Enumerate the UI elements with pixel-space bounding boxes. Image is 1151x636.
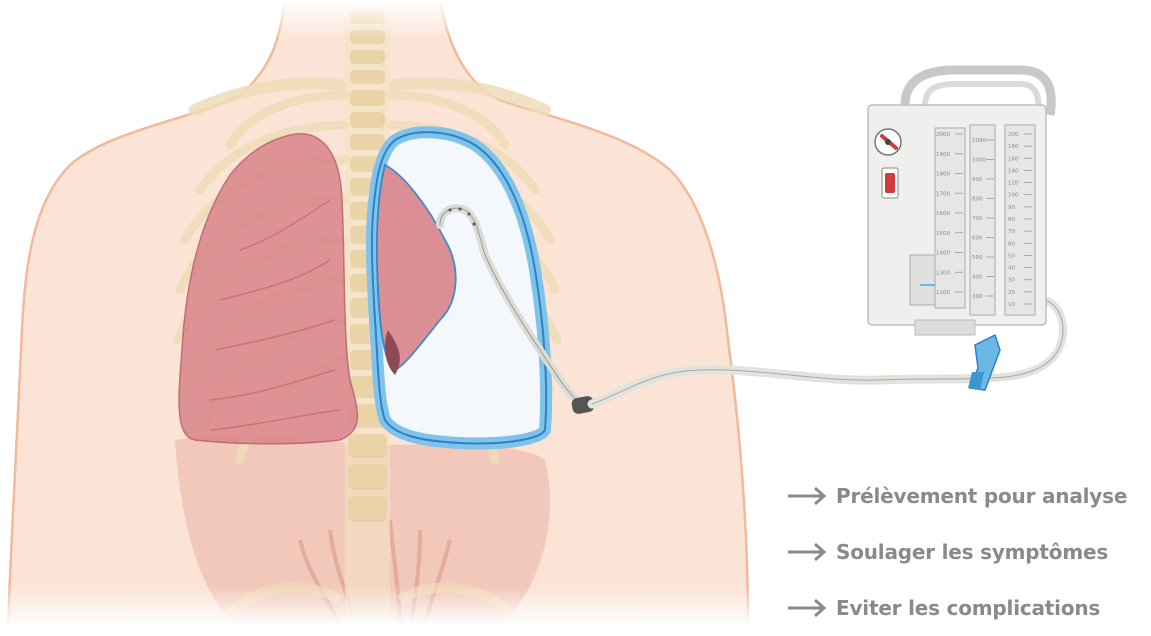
scale-tick-label: 1400 xyxy=(936,251,950,257)
scale-tick-label: 50 xyxy=(1008,253,1015,259)
arrow-right-icon xyxy=(786,542,828,562)
bullet-relieve-symptoms: Soulager les symptômes xyxy=(786,524,1151,580)
scale-tick-label: 700 xyxy=(972,216,983,222)
scale-tick-label: 80 xyxy=(1008,217,1015,223)
scale-tick-label: 90 xyxy=(1008,205,1015,211)
scale-tick-label: 1700 xyxy=(936,191,950,197)
bullet-sample-analysis: Prélèvement pour analyse xyxy=(786,468,1151,524)
scale-tick-label: 20 xyxy=(1008,290,1015,296)
scale-tick-label: 1300 xyxy=(936,270,950,276)
scale-tick-label: 1000 xyxy=(972,158,986,164)
bullet-label: Eviter les complications xyxy=(836,596,1100,620)
scale-tick-label: 400 xyxy=(972,275,983,281)
scale-tick-label: 2000 xyxy=(936,132,950,138)
scale-tick-label: 1600 xyxy=(936,211,950,217)
scale-tick-label: 1800 xyxy=(936,172,950,178)
scale-tick-label: 300 xyxy=(972,294,983,300)
arrow-right-icon xyxy=(786,598,828,618)
arrow-right-icon xyxy=(786,486,828,506)
scale-tick-label: 1900 xyxy=(936,152,950,158)
bullet-label: Soulager les symptômes xyxy=(836,540,1108,564)
scale-tick-label: 70 xyxy=(1008,229,1015,235)
bullet-avoid-complications: Eviter les complications xyxy=(786,580,1151,636)
scale-tick-label: 1200 xyxy=(936,290,950,296)
top-fade xyxy=(0,0,760,40)
scale-tick-label: 180 xyxy=(1008,144,1019,150)
benefits-list: Prélèvement pour analyse Soulager les sy… xyxy=(786,468,1151,636)
scale-tick-label: 900 xyxy=(972,177,983,183)
scale-tick-label: 200 xyxy=(1008,132,1019,138)
scale-tick-label: 30 xyxy=(1008,278,1015,284)
scale-tick-label: 100 xyxy=(1008,193,1019,199)
scale-tick-label: 500 xyxy=(972,255,983,261)
scale-tick-label: 160 xyxy=(1008,156,1019,162)
scale-tick-label: 800 xyxy=(972,197,983,203)
drainage-base xyxy=(915,320,975,335)
bottom-fade xyxy=(0,586,760,626)
scale-tick-label: 60 xyxy=(1008,241,1015,247)
scale-tick-label: 1090 xyxy=(972,138,986,144)
scale-tick-label: 140 xyxy=(1008,168,1019,174)
bullet-label: Prélèvement pour analyse xyxy=(836,484,1127,508)
scale-tick-label: 120 xyxy=(1008,181,1019,187)
scale-tick-label: 10 xyxy=(1008,302,1015,308)
scale-tick-label: 600 xyxy=(972,236,983,242)
scale-tick-label: 1500 xyxy=(936,231,950,237)
scale-tick-label: 40 xyxy=(1008,266,1015,272)
